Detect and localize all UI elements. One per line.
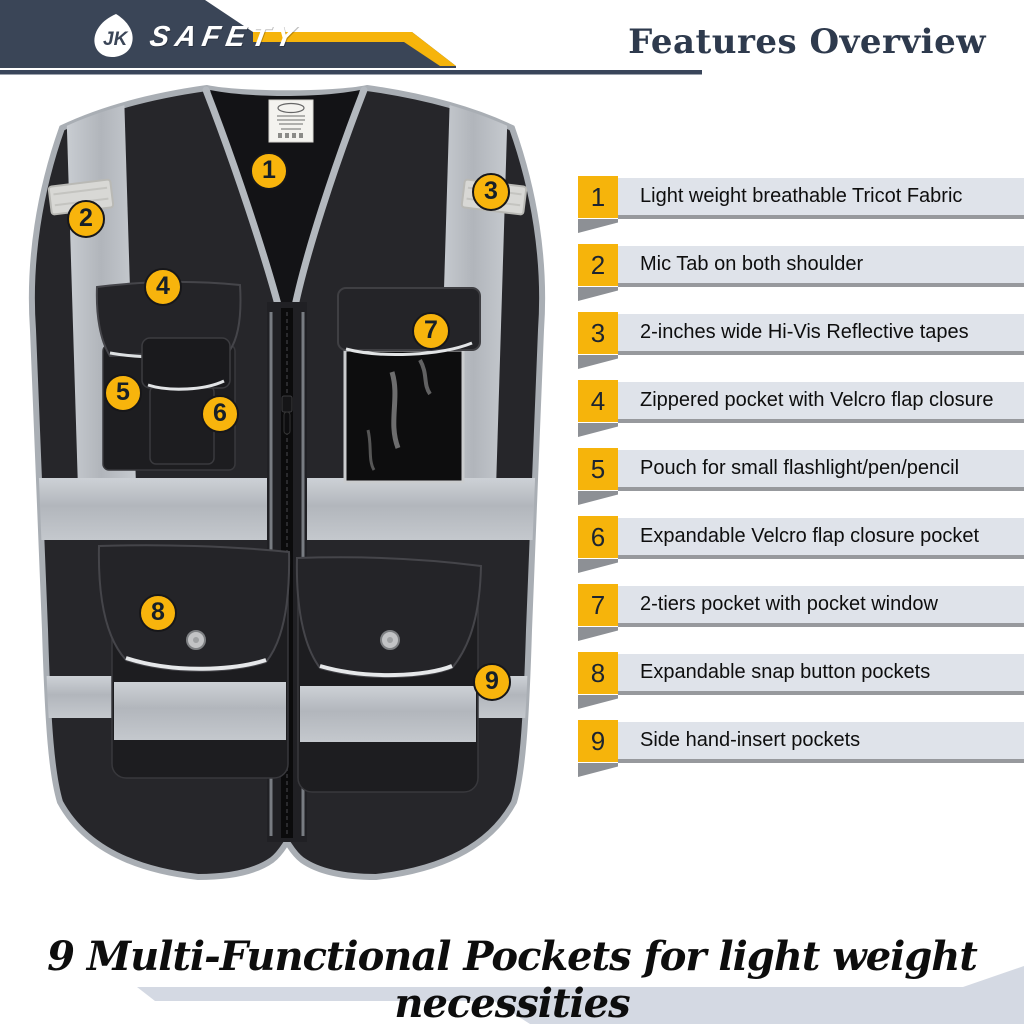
feature-number-badge: 3 xyxy=(578,312,618,354)
feature-fold xyxy=(578,627,618,641)
brand-monogram: JK xyxy=(103,29,129,50)
brand-logo-mark: JK xyxy=(94,14,133,58)
feature-fold xyxy=(578,695,618,709)
feature-fold xyxy=(578,355,618,369)
feature-number-badge: 7 xyxy=(578,584,618,626)
feature-bar: 2-inches wide Hi-Vis Reflective tapes xyxy=(618,314,1024,355)
lower-pocket-right xyxy=(295,556,483,793)
feature-row-3: 3 2-inches wide Hi-Vis Reflective tapes xyxy=(578,312,1024,370)
feature-row-7: 7 2-tiers pocket with pocket window xyxy=(578,584,1024,642)
feature-row-2: 2 Mic Tab on both shoulder xyxy=(578,244,1024,302)
feature-label: Light weight breathable Tricot Fabric xyxy=(640,185,963,207)
banner-yellow-stripe xyxy=(253,32,456,66)
feature-fold xyxy=(578,423,618,437)
vest-marker-2: 2 xyxy=(67,200,105,238)
feature-fold xyxy=(578,491,618,505)
vest-marker-8: 8 xyxy=(139,594,177,632)
caption: 9 Multi-Functional Pockets for light wei… xyxy=(47,933,978,1024)
feature-bar: Expandable Velcro flap closure pocket xyxy=(618,518,1024,559)
bottom-band xyxy=(137,966,1024,1024)
chest-pouch-left xyxy=(141,337,231,465)
feature-row-1: 1 Light weight breathable Tricot Fabric xyxy=(578,176,1024,234)
feature-number-badge: 8 xyxy=(578,652,618,694)
feature-fold xyxy=(578,559,618,573)
feature-row-8: 8 Expandable snap button pockets xyxy=(578,652,1024,710)
feature-row-9: 9 Side hand-insert pockets xyxy=(578,720,1024,778)
vest-marker-6: 6 xyxy=(201,395,239,433)
feature-label: Expandable Velcro flap closure pocket xyxy=(640,525,980,547)
feature-bar: Pouch for small flashlight/pen/pencil xyxy=(618,450,1024,491)
feature-fold xyxy=(578,219,618,233)
feature-fold xyxy=(578,287,618,301)
feature-fold xyxy=(578,763,618,777)
feature-bar: Side hand-insert pockets xyxy=(618,722,1024,763)
feature-bar: 2-tiers pocket with pocket window xyxy=(618,586,1024,627)
vest-marker-3: 3 xyxy=(472,173,510,211)
feature-row-6: 6 Expandable Velcro flap closure pocket xyxy=(578,516,1024,574)
feature-label: 2-tiers pocket with pocket window xyxy=(640,593,938,615)
vest-marker-4: 4 xyxy=(144,268,182,306)
feature-number-badge: 6 xyxy=(578,516,618,558)
feature-label: 2-inches wide Hi-Vis Reflective tapes xyxy=(640,321,969,343)
brand-logo: JK SAFETY xyxy=(92,12,303,62)
collar-label xyxy=(268,99,314,143)
feature-label: Expandable snap button pockets xyxy=(640,661,931,683)
vest-marker-9: 9 xyxy=(473,663,511,701)
feature-label: Side hand-insert pockets xyxy=(640,729,861,751)
page-title: Features Overview xyxy=(628,22,986,62)
feature-label: Mic Tab on both shoulder xyxy=(640,253,864,275)
feature-bar: Light weight breathable Tricot Fabric xyxy=(618,178,1024,219)
title-underline xyxy=(0,70,702,75)
feature-bar: Mic Tab on both shoulder xyxy=(618,246,1024,287)
feature-bar: Expandable snap button pockets xyxy=(618,654,1024,695)
feature-number-badge: 4 xyxy=(578,380,618,422)
feature-label: Pouch for small flashlight/pen/pencil xyxy=(640,457,960,479)
feature-number-badge: 1 xyxy=(578,176,618,218)
feature-number-badge: 9 xyxy=(578,720,618,762)
feature-label: Zippered pocket with Velcro flap closure xyxy=(640,389,994,411)
feature-number-badge: 2 xyxy=(578,244,618,286)
vest-marker-7: 7 xyxy=(412,312,450,350)
feature-row-5: 5 Pouch for small flashlight/pen/pencil xyxy=(578,448,1024,506)
vest-marker-1: 1 xyxy=(250,152,288,190)
feature-bar: Zippered pocket with Velcro flap closure xyxy=(618,382,1024,423)
feature-row-4: 4 Zippered pocket with Velcro flap closur… xyxy=(578,380,1024,438)
vest-marker-5: 5 xyxy=(104,374,142,412)
feature-number-badge: 5 xyxy=(578,448,618,490)
